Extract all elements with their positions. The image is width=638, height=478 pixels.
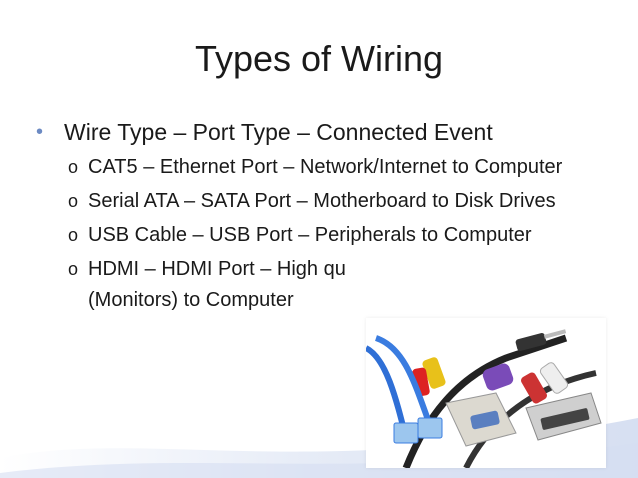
sub-bullet-text: HDMI – HDMI Port – High qu (Monitors) to … [88, 254, 578, 316]
sub-bullet-line: HDMI – HDMI Port – High qu [88, 258, 346, 280]
sub-bullet: o HDMI – HDMI Port – High qu (Monitors) t… [68, 254, 578, 316]
sub-bullet: o CAT5 – Ethernet Port – Network/Interne… [68, 152, 578, 183]
cables-illustration [366, 329, 602, 468]
cables-photo [366, 318, 606, 468]
main-bullet-text: Wire Type – Port Type – Connected Event [64, 119, 493, 145]
sub-bullet-text: USB Cable – USB Port – Peripherals to Co… [88, 224, 532, 246]
sub-bullet-marker: o [68, 191, 79, 211]
sub-bullet-marker: o [68, 157, 79, 177]
sub-bullet-text: Serial ATA – SATA Port – Motherboard to … [88, 190, 556, 212]
slide-content: • Wire Type – Port Type – Connected Even… [36, 116, 606, 319]
bullet-marker: • [36, 121, 44, 143]
sub-bullet-line: (Monitors) to Computer [88, 289, 294, 311]
slide-title: Types of Wiring [194, 38, 444, 79]
sub-bullet-marker: o [68, 225, 79, 245]
sub-bullet-marker: o [68, 259, 79, 279]
sub-bullet-text: CAT5 – Ethernet Port – Network/Internet … [88, 156, 563, 178]
sub-bullet: o Serial ATA – SATA Port – Motherboard t… [68, 186, 578, 217]
main-bullet: • Wire Type – Port Type – Connected Even… [36, 116, 606, 148]
sub-bullet: o USB Cable – USB Port – Peripherals to … [68, 220, 578, 251]
